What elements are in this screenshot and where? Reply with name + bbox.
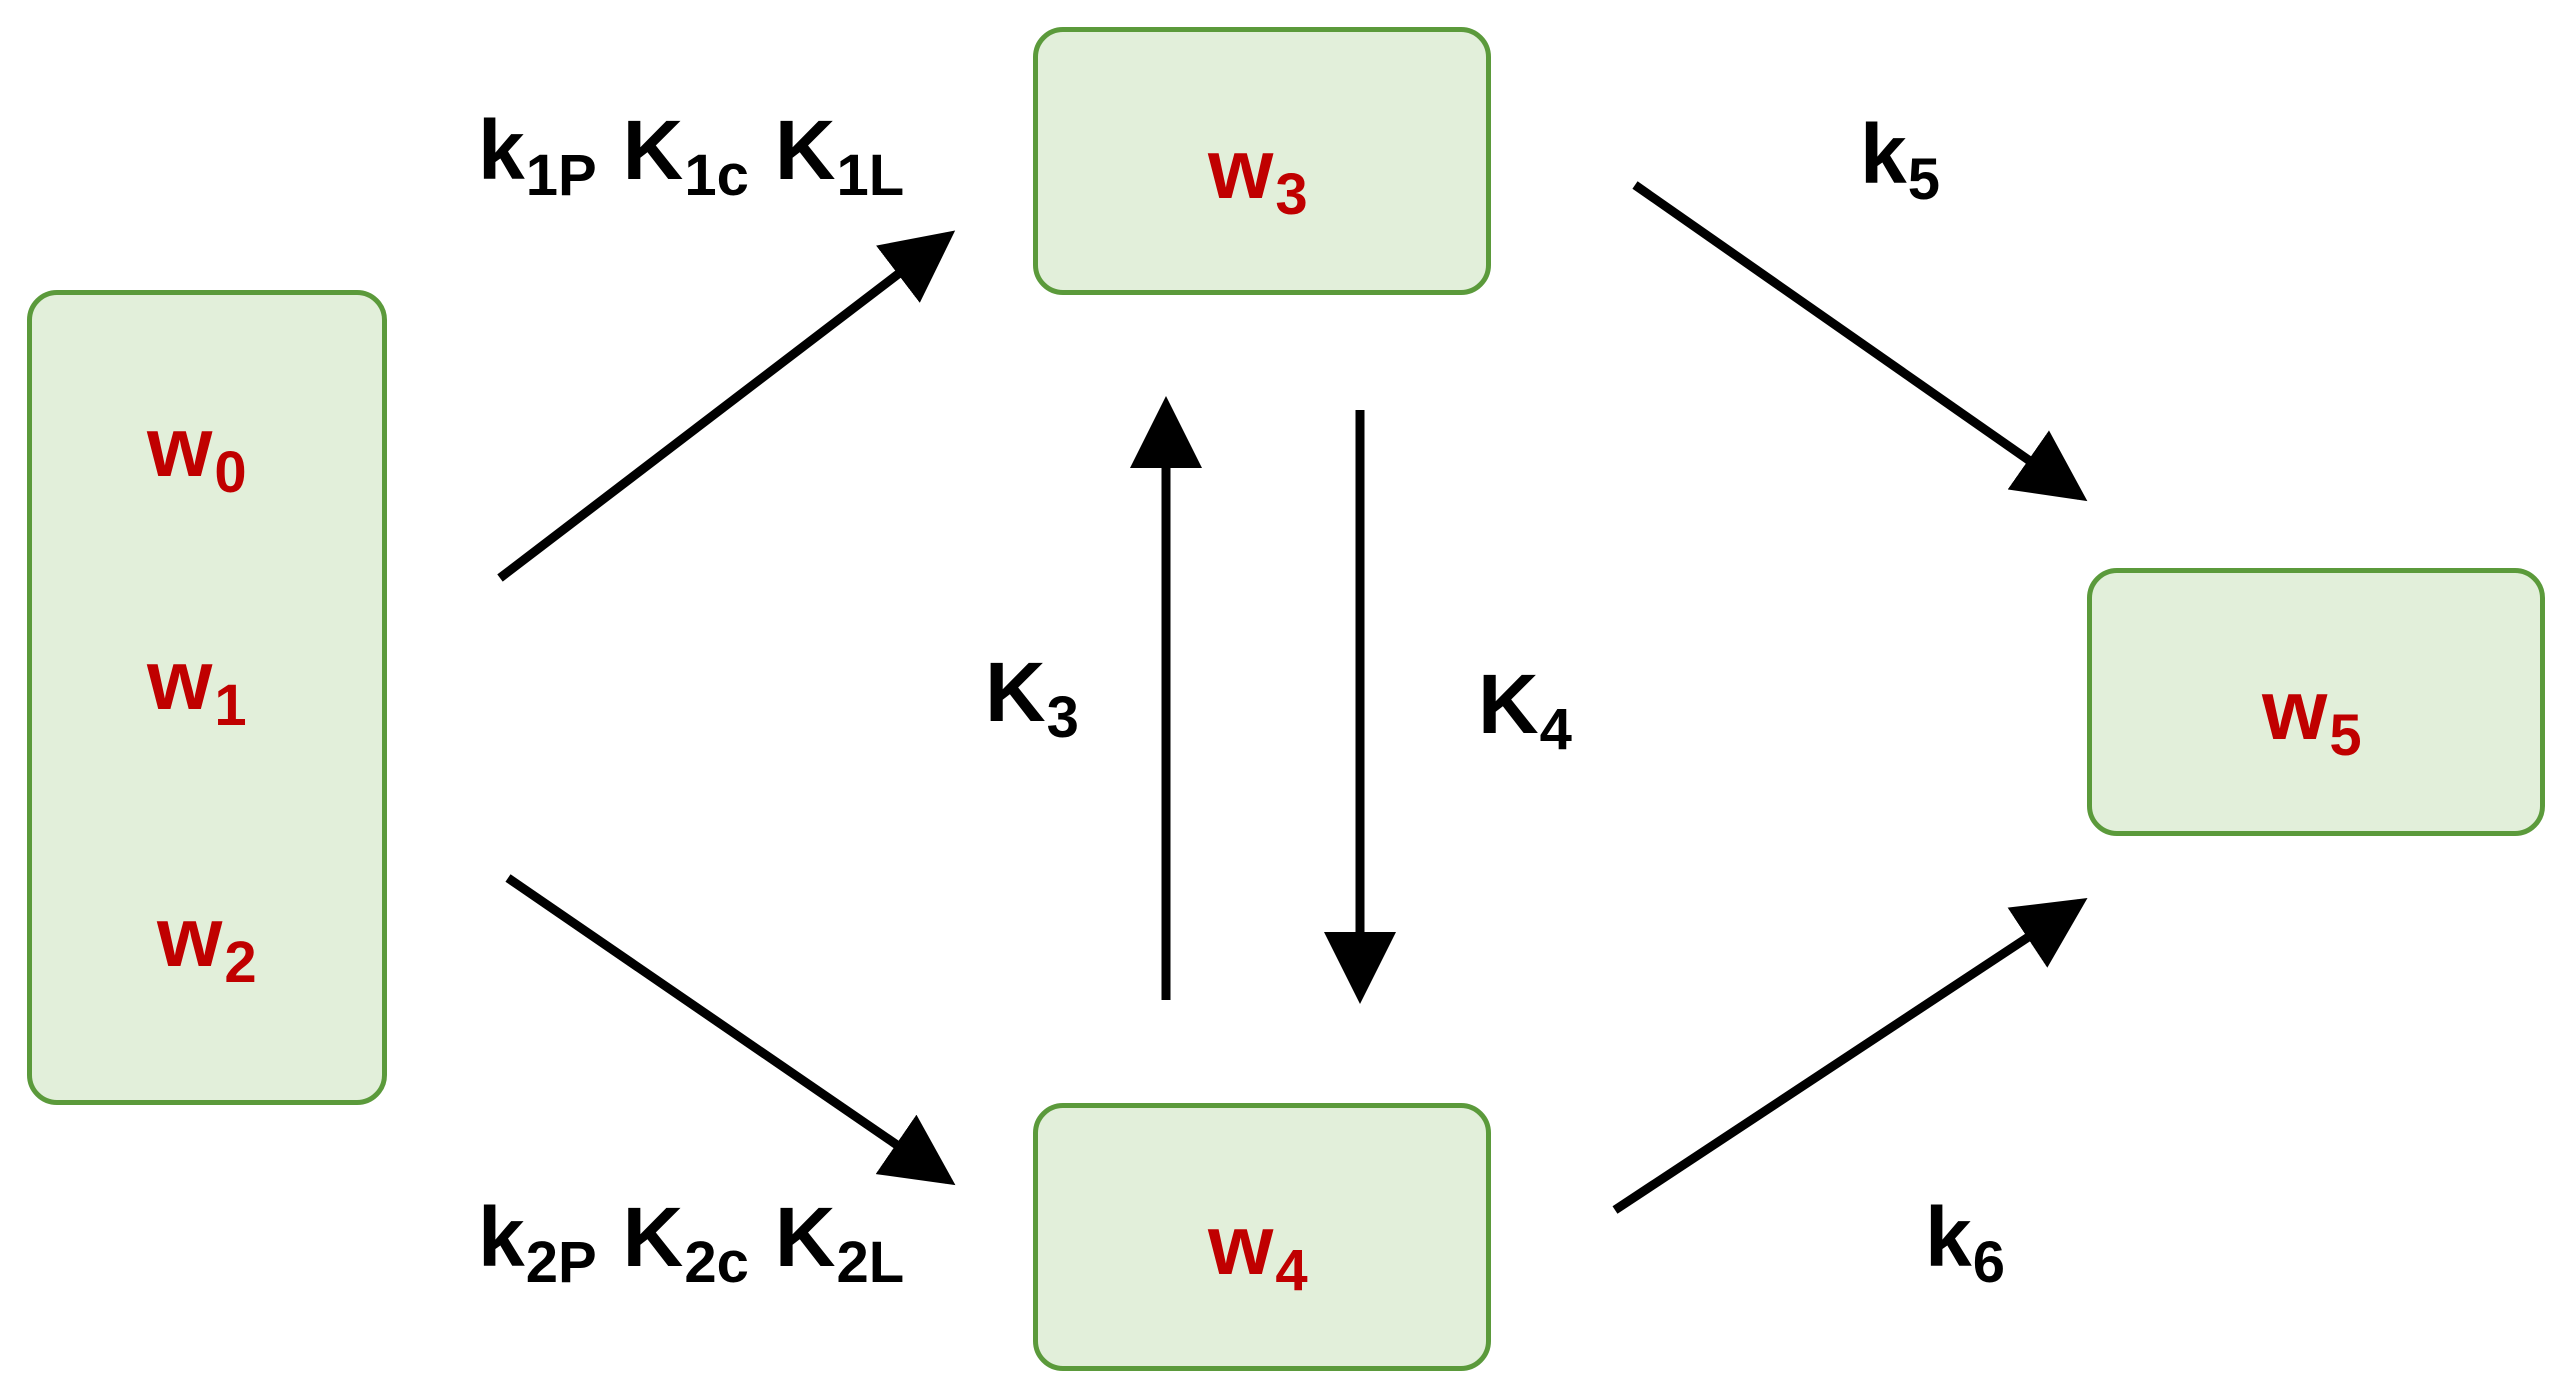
arrow-w3-to-w5 <box>1632 181 2088 502</box>
arrow-input-to-w3 <box>497 230 956 582</box>
variable-w5: w5 <box>2262 663 2362 769</box>
variable-w3: w3 <box>1208 122 1308 228</box>
variable-w1: w1 <box>147 633 247 739</box>
variable-w0: w0 <box>147 400 247 506</box>
rate-label-k6: k6 <box>1925 1190 2005 1296</box>
rate-label-k5: k5 <box>1860 107 1940 213</box>
rate-label-k3: K3 <box>985 645 1079 751</box>
arrow-input-to-w4 <box>505 874 956 1186</box>
node-w3: w3 <box>1033 27 1491 295</box>
variable-w4: w4 <box>1208 1198 1308 1304</box>
node-w4: w4 <box>1033 1103 1491 1371</box>
input-node: w0 w1 w2 <box>27 290 387 1105</box>
variable-w2: w2 <box>157 890 257 996</box>
arrow-w4-to-w5 <box>1612 898 2088 1214</box>
node-w5: w5 <box>2087 568 2545 836</box>
rate-label-k4: K4 <box>1478 657 1572 763</box>
